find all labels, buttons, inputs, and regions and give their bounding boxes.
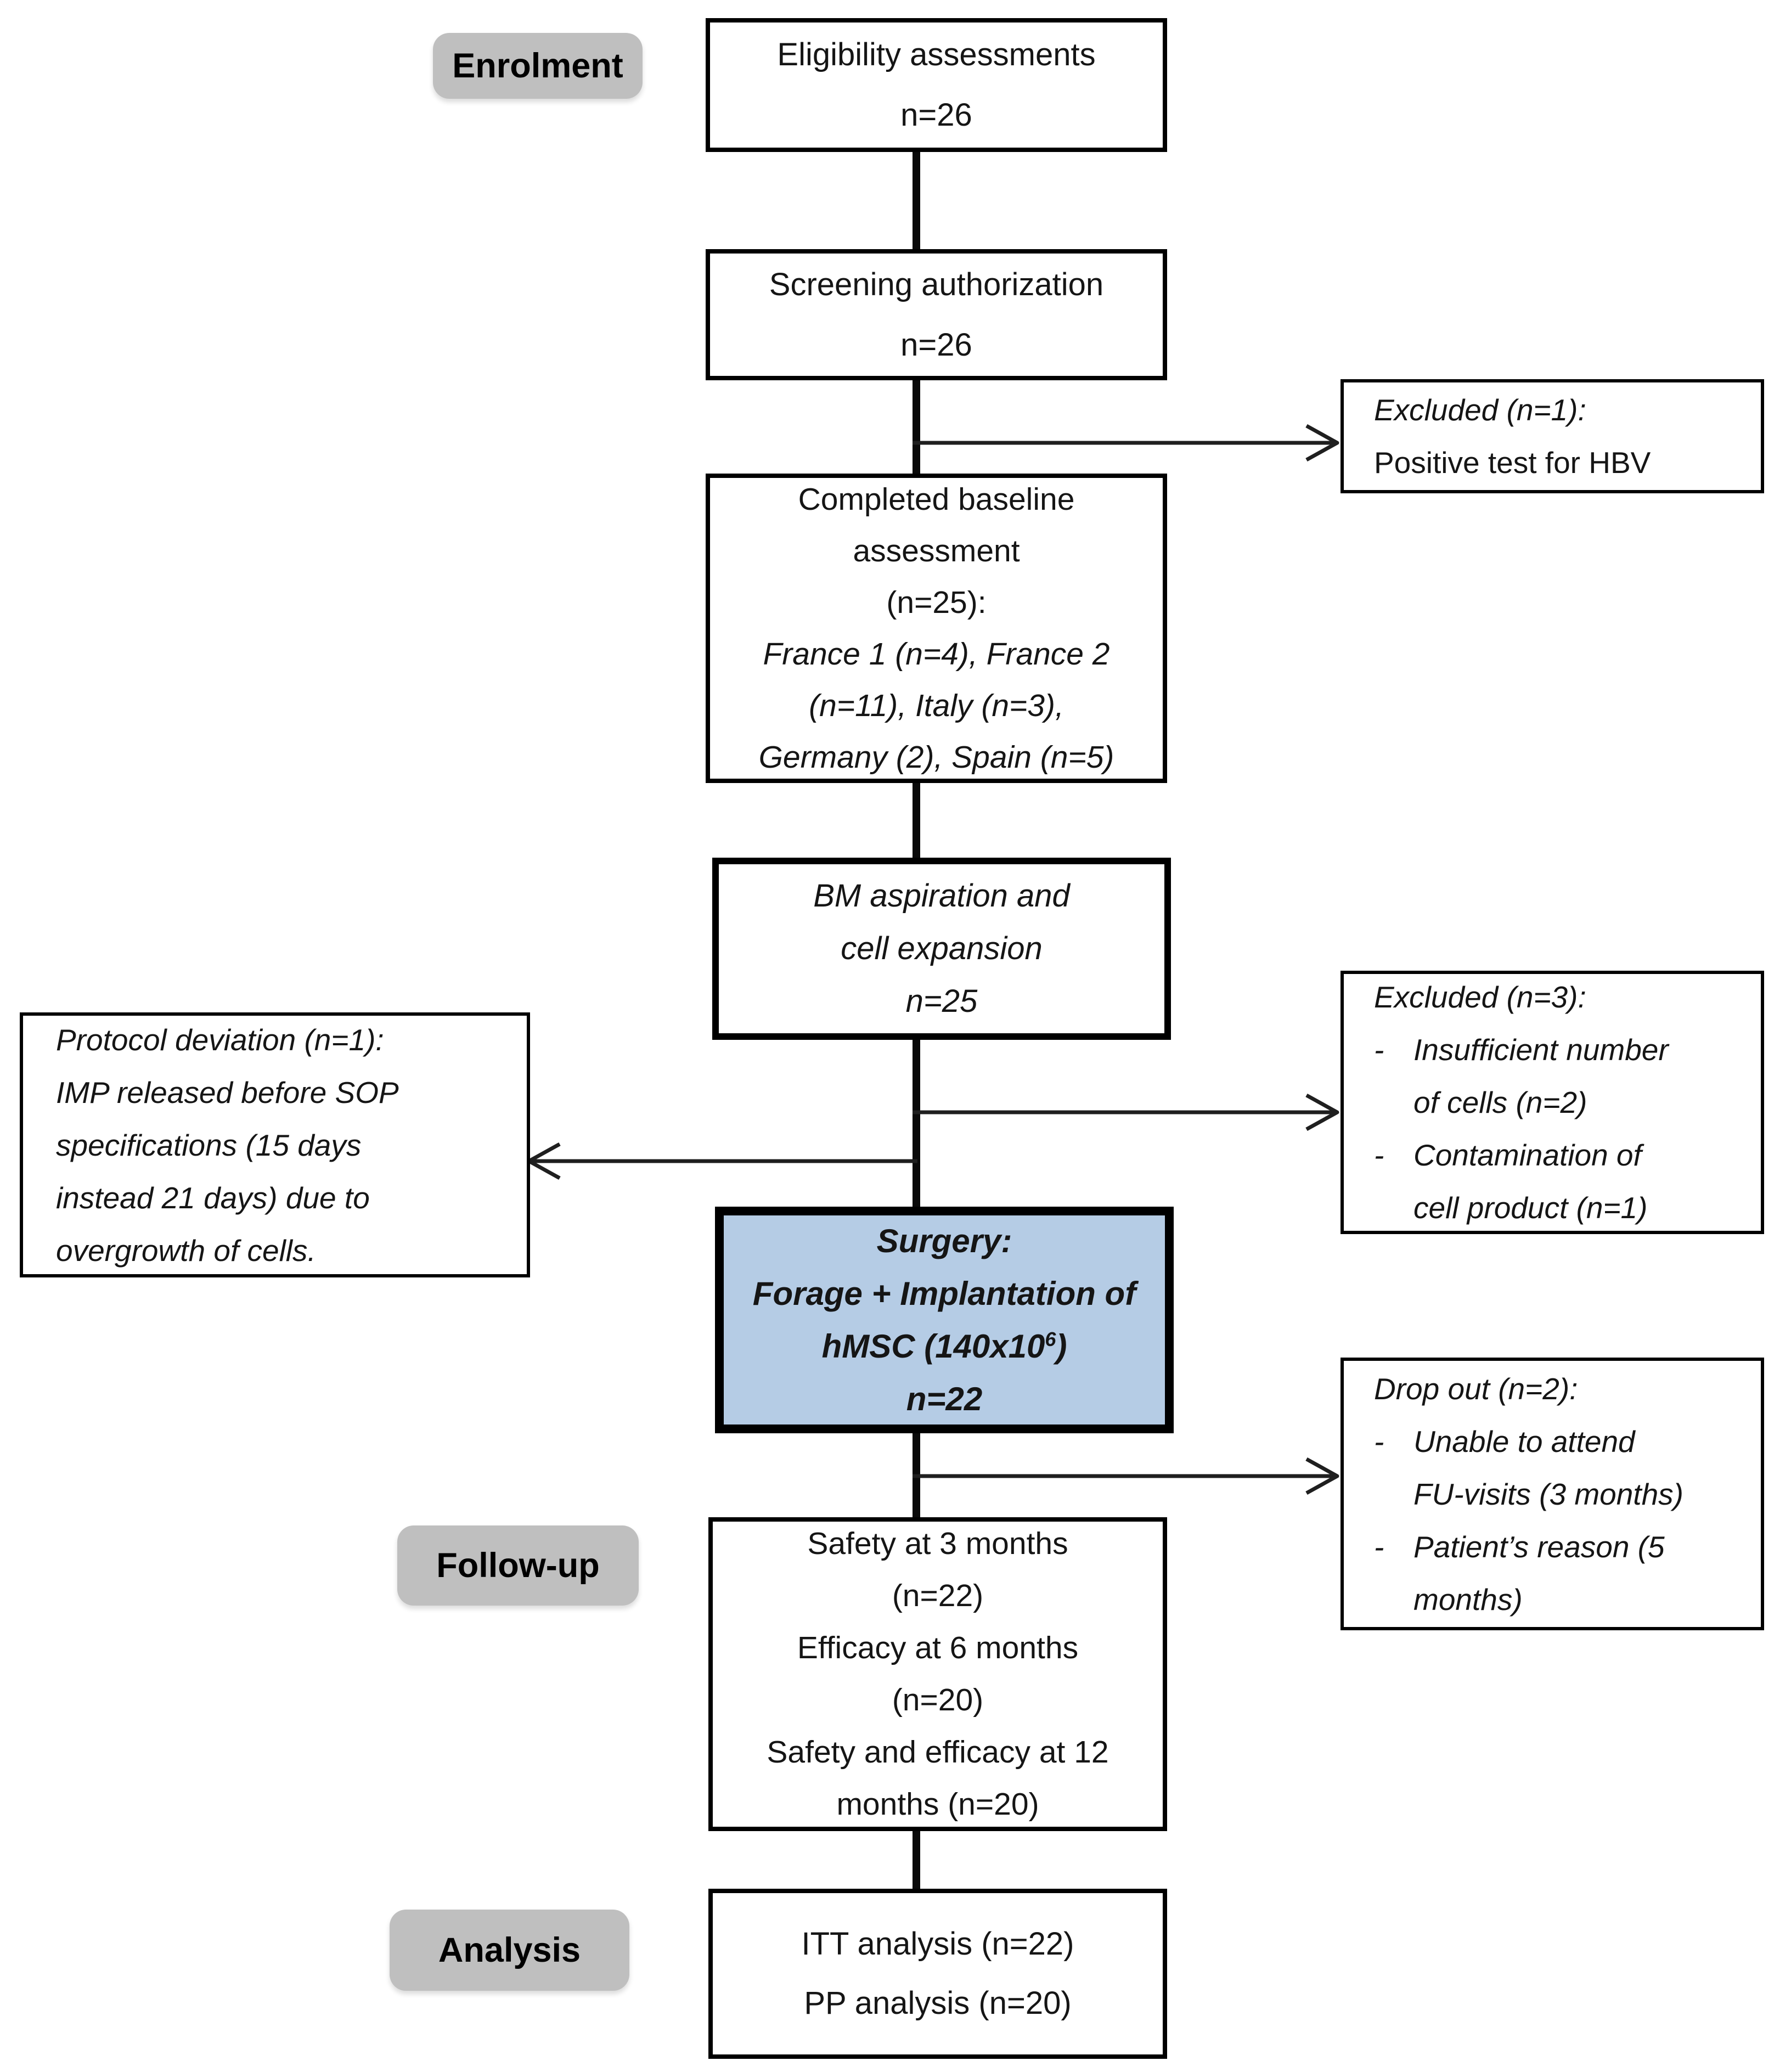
bm-count: n=25: [905, 983, 978, 1019]
baseline-sites-line: Germany (2), Spain (n=5): [758, 740, 1114, 775]
excluded-expansion-item-line: Contamination of: [1413, 1138, 1642, 1172]
arrow-to-protocol-deviation-icon: [527, 1142, 917, 1180]
excluded-screening-box: Excluded (n=1): Positive test for HBV: [1341, 379, 1764, 493]
bullet-dash: -: [1374, 1424, 1384, 1459]
safety-line: Efficacy at 6 months: [797, 1630, 1079, 1665]
excluded-expansion-item-line: Insufficient number: [1413, 1033, 1669, 1067]
connector-bm-surgery: [913, 1034, 920, 1213]
protocol-deviation-line: overgrowth of cells.: [56, 1233, 316, 1268]
eligibility-count: n=26: [900, 97, 972, 133]
drop-out-item: - Unable to attend FU-visits (3 months): [1374, 1415, 1683, 1521]
protocol-deviation-line: specifications (15 days: [56, 1128, 362, 1162]
superscript-exponent: 6: [1045, 1327, 1056, 1350]
drop-out-title: Drop out (n=2):: [1374, 1371, 1578, 1406]
safety-count: (n=20): [892, 1682, 984, 1718]
bm-aspiration-box: BM aspiration and cell expansion n=25: [712, 858, 1171, 1040]
excluded-expansion-item-line: cell product (n=1): [1413, 1191, 1648, 1225]
protocol-deviation-box: Protocol deviation (n=1): IMP released b…: [20, 1012, 530, 1277]
drop-out-item-line: Unable to attend: [1413, 1424, 1635, 1459]
baseline-box: Completed baseline assessment (n=25): Fr…: [706, 474, 1167, 783]
bullet-dash: -: [1374, 1033, 1384, 1067]
bullet-dash: -: [1374, 1529, 1384, 1564]
drop-out-item-line: FU-visits (3 months): [1413, 1477, 1683, 1511]
screening-line: Screening authorization: [769, 266, 1104, 302]
surgery-line: Forage + Implantation of: [752, 1275, 1136, 1312]
followup-safety-box: Safety at 3 months (n=22) Efficacy at 6 …: [708, 1517, 1167, 1831]
excluded-expansion-box: Excluded (n=3): - Insufficient number of…: [1341, 971, 1764, 1234]
protocol-deviation-line: instead 21 days) due to: [56, 1180, 370, 1215]
connector-eligibility-screening: [913, 143, 920, 255]
stage-label-enrolment-text: Enrolment: [452, 47, 623, 85]
excluded-expansion-title: Excluded (n=3):: [1374, 980, 1586, 1014]
excluded-screening-title: Excluded (n=1):: [1374, 393, 1586, 427]
excluded-expansion-item-line: of cells (n=2): [1413, 1085, 1587, 1119]
surgery-count: n=22: [906, 1380, 983, 1417]
analysis-pp-line: PP analysis (n=20): [804, 1985, 1072, 2021]
surgery-dose-line: hMSC (140x106): [821, 1327, 1067, 1365]
arrow-to-excluded-screening-icon: [913, 424, 1339, 462]
screening-count: n=26: [900, 326, 972, 363]
baseline-sites-line: France 1 (n=4), France 2: [763, 637, 1110, 672]
screening-box: Screening authorization n=26: [706, 249, 1167, 380]
safety-line: Safety and efficacy at 12: [767, 1735, 1109, 1770]
arrow-to-drop-out-icon: [913, 1457, 1339, 1495]
protocol-deviation-line: IMP released before SOP: [56, 1075, 399, 1110]
bm-line: cell expansion: [841, 931, 1043, 966]
bm-line: BM aspiration and: [813, 878, 1070, 914]
drop-out-item: - Patient’s reason (5 months): [1374, 1521, 1665, 1626]
baseline-line: Completed baseline: [798, 482, 1075, 517]
analysis-box: ITT analysis (n=22) PP analysis (n=20): [708, 1889, 1167, 2059]
baseline-count: (n=25):: [886, 585, 987, 620]
safety-count: (n=22): [892, 1578, 984, 1613]
drop-out-box: Drop out (n=2): - Unable to attend FU-vi…: [1341, 1358, 1764, 1630]
stage-label-followup: Follow-up: [397, 1525, 639, 1606]
surgery-title: Surgery:: [876, 1222, 1012, 1259]
stage-label-analysis: Analysis: [390, 1910, 629, 1991]
surgery-box: Surgery: Forage + Implantation of hMSC (…: [715, 1207, 1174, 1433]
analysis-itt-line: ITT analysis (n=22): [801, 1926, 1074, 1962]
arrow-to-excluded-expansion-icon: [913, 1093, 1339, 1131]
protocol-deviation-line: Protocol deviation (n=1):: [56, 1022, 384, 1057]
stage-label-followup-text: Follow-up: [436, 1546, 600, 1585]
safety-line: months (n=20): [836, 1787, 1039, 1822]
eligibility-box: Eligibility assessments n=26: [706, 18, 1167, 152]
eligibility-line: Eligibility assessments: [777, 37, 1096, 72]
excluded-screening-body: Positive test for HBV: [1374, 446, 1651, 480]
excluded-expansion-item: - Insufficient number of cells (n=2): [1374, 1023, 1669, 1129]
safety-line: Safety at 3 months: [807, 1526, 1068, 1561]
connector-screening-baseline: [913, 376, 920, 480]
baseline-line: assessment: [853, 533, 1020, 568]
connector-baseline-bm: [913, 776, 920, 864]
bullet-dash: -: [1374, 1138, 1384, 1172]
excluded-expansion-item: - Contamination of cell product (n=1): [1374, 1129, 1647, 1234]
connector-safety-analysis: [913, 1825, 920, 1896]
drop-out-item-line: Patient’s reason (5: [1413, 1529, 1665, 1564]
baseline-sites-line: (n=11), Italy (n=3),: [809, 688, 1064, 723]
stage-label-analysis-text: Analysis: [438, 1931, 581, 1969]
drop-out-item-line: months): [1413, 1582, 1523, 1617]
stage-label-enrolment: Enrolment: [433, 33, 643, 99]
